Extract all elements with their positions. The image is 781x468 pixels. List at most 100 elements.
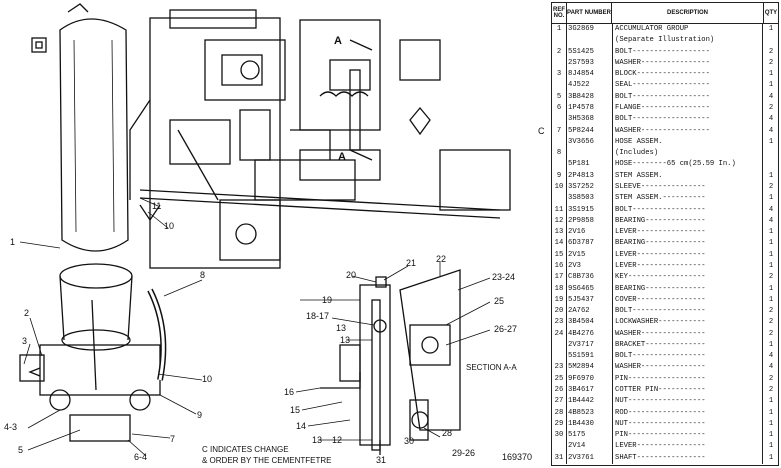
qty-cell: 1 [768,261,774,270]
ref-no-cell: 29 [552,418,567,431]
description-cell: COVER---------------- [613,294,763,307]
qty-cell: 1 [768,419,774,428]
description-cell: BOLT----------------- [613,306,763,318]
change-note-line2: & ORDER BY THE CEMENTFETRE [202,456,332,465]
ref-no-cell: 15 [552,249,567,261]
qty-cell: 4 [768,363,774,372]
callout-21: 21 [406,258,416,268]
description-cell: ACCUMULATOR GROUP [613,24,763,36]
part-number-cell: 2V14 [567,441,613,453]
part-number-cell: 1P4578 [567,102,613,115]
qty-cell: 1 [768,453,774,462]
section-a-a-view [320,269,461,455]
part-number-cell: 3S1915 [567,204,613,216]
callout-8: 8 [200,270,205,280]
qty-cell: 4 [768,205,774,214]
ref-no-cell [552,441,567,453]
ref-no-cell [552,57,567,70]
callout-28: 28 [442,428,452,438]
part-number-cell: 2V3 [567,260,613,273]
part-number-cell: 9F6970 [567,373,613,385]
description-cell: WASHER--------------- [613,362,763,374]
part-number-cell: 8J4854 [567,69,613,81]
part-number-cell: 3B4617 [567,385,613,397]
part-number-cell: 2V15 [567,249,613,261]
ref-no-cell [552,136,567,149]
part-number-cell [567,35,613,47]
header-part-number: PART NUMBER [567,3,612,23]
accumulator-cylinder [31,3,129,252]
description-cell: (Includes) [613,148,763,160]
qty-cell: 1 [768,340,774,349]
ref-no-cell: 26 [552,385,567,397]
valve-block-assembly [129,9,511,269]
description-cell: BOLT----------------- [613,204,763,216]
part-number-cell: 3H5368 [567,114,613,126]
figure-number: 169370 [502,452,532,462]
ref-no-cell: 24 [552,328,567,340]
part-number-cell: 2V16 [567,227,613,239]
callout-12: 12 [332,435,342,445]
ref-no-cell: 10 [552,181,567,194]
qty-cell [763,148,778,159]
description-cell: HOSE ASSEM. [613,136,763,149]
part-number-cell [567,148,613,160]
section-title: SECTION A-A [466,363,517,372]
callout-4-3: 4-3 [4,422,17,432]
qty-cell: 4 [768,216,774,225]
description-cell: BOLT------------------ [613,91,763,103]
ref-no-cell [552,159,567,171]
part-number-cell: C8B736 [567,272,613,284]
ref-no-cell: 30 [552,430,567,442]
part-number-cell: 2S7593 [567,57,613,70]
callout-13: 13 [336,323,346,333]
description-cell: PIN------------------ [613,430,763,442]
description-cell: HOSE--------65 cm(25.59 In.) [613,159,763,171]
part-number-cell: 4B8523 [567,407,613,419]
qty-cell: 1 [768,70,774,79]
qty-cell: 4 [768,126,774,135]
qty-cell: 1 [768,431,774,440]
part-number-cell: 2V3717 [567,339,613,352]
description-cell: WASHER---------------- [613,57,763,70]
qty-cell [763,35,778,46]
ref-no-cell [552,80,567,92]
description-cell: KEY------------------ [613,272,763,284]
ref-no-cell: 6 [552,102,567,115]
exploded-view-drawing: 1 2 3 4-3 5 6-4 7 8 9 10 10 11 12 13 13 … [4,3,532,465]
callout-22: 22 [436,254,446,264]
ref-no-cell: 8 [552,148,567,160]
part-number-cell: 3V3656 [567,136,613,149]
description-cell: (Separate Illustration) [613,35,763,47]
part-number-cell: 3S7252 [567,181,613,194]
ref-no-cell: 17 [552,272,567,284]
qty-cell: 1 [768,250,774,259]
qty-cell: 2 [768,273,774,282]
ref-no-cell: 19 [552,294,567,307]
qty-cell: 1 [768,81,774,90]
qty-cell: 1 [768,228,774,237]
header-description: DESCRIPTION [612,3,764,23]
qty-cell: 2 [768,386,774,395]
callout-6-4: 6-4 [134,452,147,462]
ref-no-cell [552,339,567,352]
part-number-cell: 2A762 [567,306,613,318]
qty-cell: 2 [768,374,774,383]
